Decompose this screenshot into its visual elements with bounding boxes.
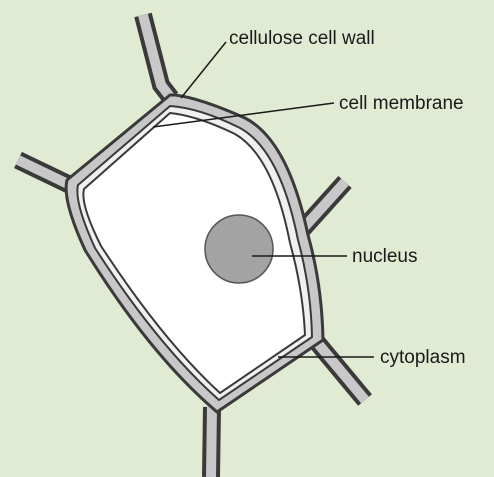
nucleus <box>205 215 273 283</box>
label-cytoplasm: cytoplasm <box>380 347 466 368</box>
label-cell-membrane: cell membrane <box>339 93 464 114</box>
leader-cell-wall <box>181 42 226 98</box>
label-nucleus: nucleus <box>352 246 418 267</box>
label-cellulose-cell-wall: cellulose cell wall <box>229 28 375 49</box>
